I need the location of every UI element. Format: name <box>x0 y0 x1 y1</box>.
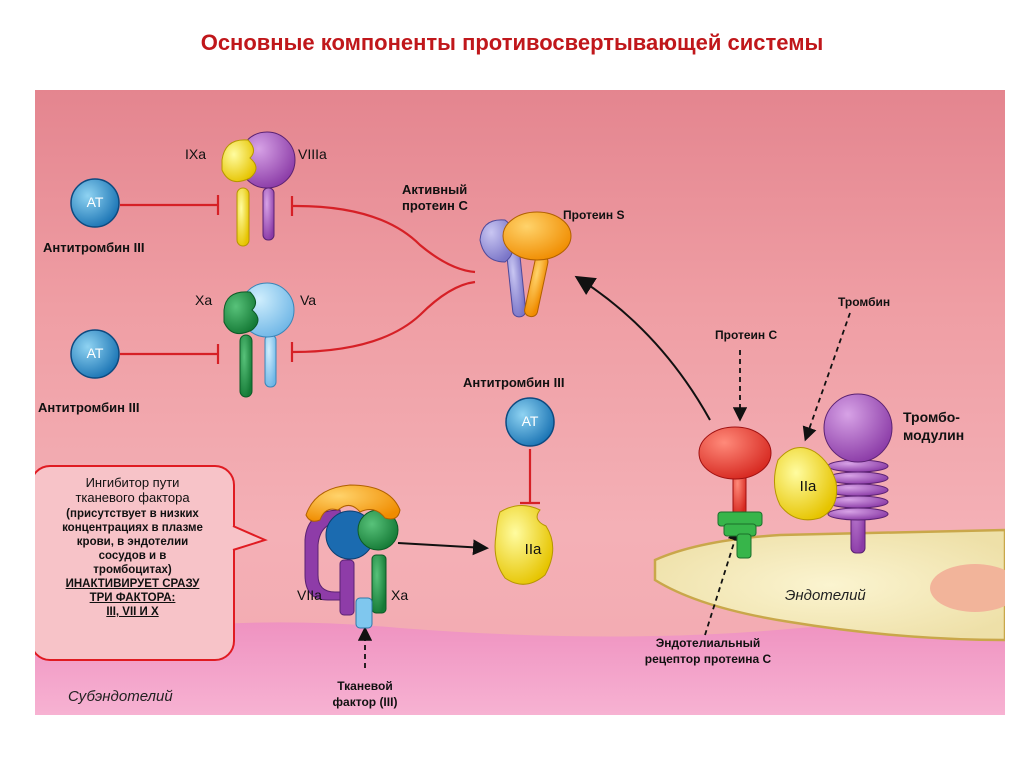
subendothelium-band <box>35 612 1005 715</box>
tissue-factor-complex <box>304 484 401 629</box>
at-circle-2 <box>70 329 120 379</box>
iia-center-shape <box>494 505 554 585</box>
page-title: Основные компоненты противосвертывающей … <box>200 30 824 55</box>
inhibition-links <box>120 195 540 505</box>
callout-title: Ингибитор пути тканевого фактора <box>75 475 190 505</box>
arrow-protein-c-activation <box>574 275 711 421</box>
thrombomodulin-shape <box>774 393 893 554</box>
protein-c-label: Протеин С <box>715 328 778 342</box>
diagram-canvas <box>35 131 1005 715</box>
factor-va-label: Va <box>300 292 317 308</box>
endothelium-label: Эндотелий <box>785 587 866 604</box>
xa-bottom-label: Xa <box>391 587 409 603</box>
arrow-tf-to-iia <box>397 539 489 556</box>
antithrombin-label-3: Антитромбин III <box>463 375 565 390</box>
antithrombin-label-2: Антитромбин III <box>38 400 140 415</box>
diagram-panel: AT AT AT Антитромбин III Антитромбин III… <box>35 90 1005 715</box>
factor-viiia-label: VIIIa <box>298 146 327 162</box>
at-circle-1 <box>70 178 120 228</box>
at-circle-3 <box>505 397 555 447</box>
callout-pointer <box>232 525 268 551</box>
iia-center-label: IIa <box>524 541 542 558</box>
factor-xa-label: Xa <box>195 292 213 308</box>
endothelial-receptor-label: Эндотелиальный рецептор протеина С <box>644 636 772 666</box>
subendothelium-label: Субэндотелий <box>68 688 173 705</box>
thrombin-label: Тромбин <box>838 295 891 309</box>
callout-details: (присутствует в низких концентрациях в п… <box>62 508 203 576</box>
viia-label: VIIa <box>297 587 322 603</box>
cell-nucleus <box>930 564 1005 612</box>
ixa-viiia-complex <box>221 131 296 247</box>
antithrombin-label-1: Антитромбин III <box>43 240 145 255</box>
protein-c-receptor <box>698 426 772 559</box>
factor-ixa-label: IXa <box>185 146 207 162</box>
iia-right-label: IIa <box>799 478 817 495</box>
xa-va-complex <box>223 282 295 398</box>
thrombomodulin-label: Тромбо- модулин <box>903 409 965 443</box>
callout-emphasis: ИНАКТИВИРУЕТ СРАЗУ ТРИ ФАКТОРА: III, VII… <box>65 578 200 618</box>
protein-s-label: Протеин S <box>563 208 625 222</box>
tissue-factor-label: Тканевой фактор (III) <box>332 679 398 709</box>
tfpi-callout: Ингибитор пути тканевого фактора (присут… <box>35 465 235 661</box>
at-label-3: AT <box>521 413 539 429</box>
active-protein-c-label: Активный протеин С <box>402 182 468 213</box>
apc-protein-s-complex <box>479 211 572 318</box>
at-label-2: AT <box>86 345 104 361</box>
at-label-1: AT <box>86 194 104 210</box>
